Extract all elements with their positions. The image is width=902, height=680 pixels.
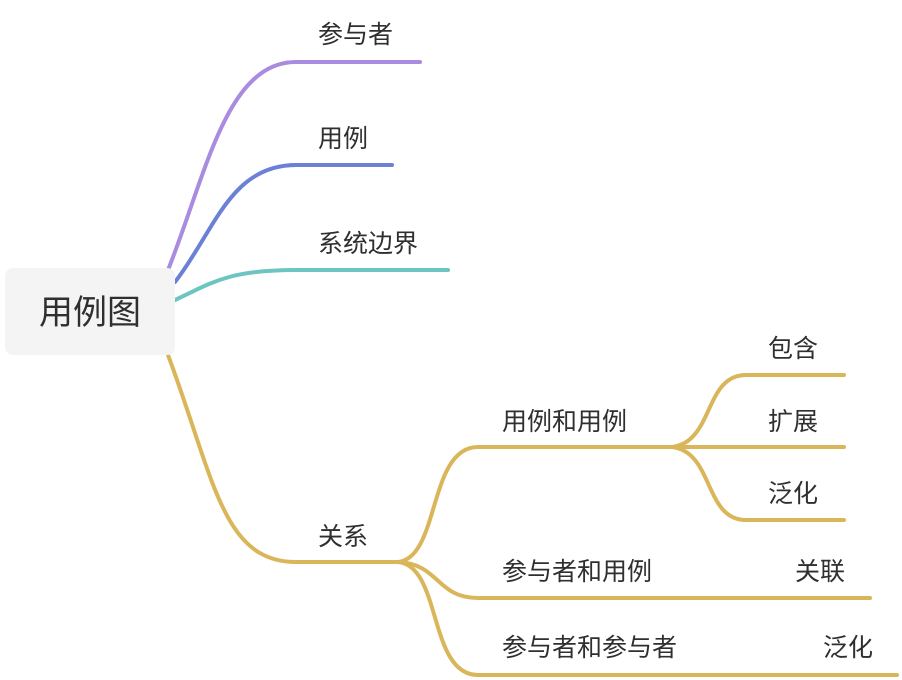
edge-participant-participant (396, 560, 899, 677)
topic-actor-generalization[interactable]: 泛化 (823, 634, 873, 662)
topic-extend[interactable]: 扩展 (768, 408, 818, 436)
edge-use-case (173, 163, 394, 284)
edge-usecase-usecase (396, 445, 674, 564)
edge-participant-usecase (396, 560, 872, 600)
root-topic-label: 用例图 (39, 294, 141, 332)
topic-participant-participant[interactable]: 参与者和参与者 (502, 634, 677, 662)
topic-relationship[interactable]: 关系 (318, 523, 368, 551)
topic-association[interactable]: 关联 (795, 558, 845, 586)
topic-include[interactable]: 包含 (768, 335, 818, 363)
topic-generalization[interactable]: 泛化 (768, 480, 818, 508)
topic-participant[interactable]: 参与者 (318, 21, 393, 49)
topic-participant-usecase[interactable]: 参与者和用例 (502, 558, 652, 586)
edge-system-boundary (173, 268, 450, 302)
edge-participant (166, 60, 422, 272)
root-topic[interactable]: 用例图 (5, 268, 175, 355)
edge-generalization (670, 445, 846, 522)
topic-usecase-usecase[interactable]: 用例和用例 (502, 408, 627, 436)
edge-relationship (166, 353, 402, 564)
topic-system-boundary[interactable]: 系统边界 (318, 230, 418, 258)
edge-include (670, 373, 846, 449)
root-topic-box (5, 268, 175, 355)
topic-use-case[interactable]: 用例 (318, 125, 368, 153)
